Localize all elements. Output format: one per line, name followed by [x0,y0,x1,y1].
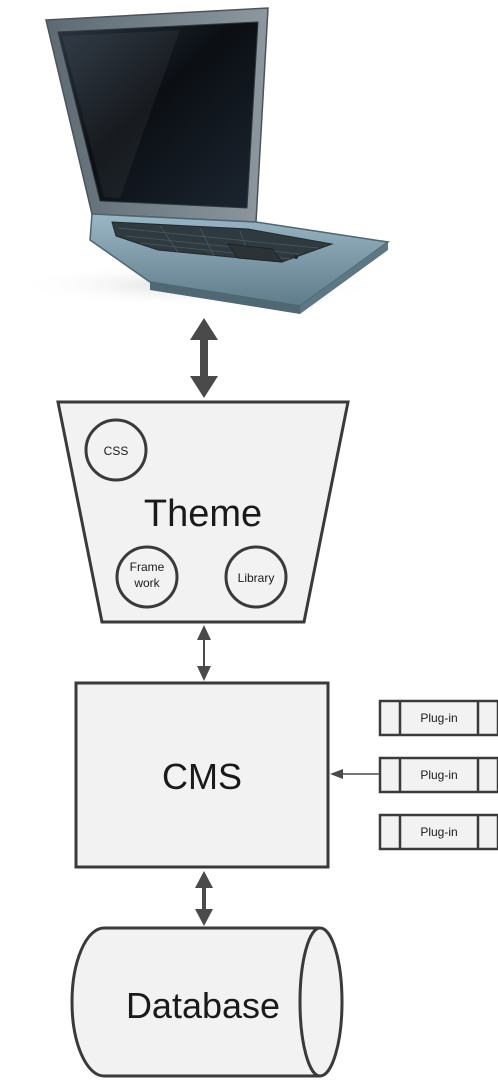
library-label: Library [238,571,275,585]
plugin-label: Plug-in [420,711,457,725]
theme-block: Theme CSS Frame work Library [56,400,350,624]
plugin-group: Plug-in Plug-in Plug-in [378,699,498,851]
arrow-theme-cms [197,625,211,681]
plugin-label: Plug-in [420,768,457,782]
plugin-item: Plug-in [378,699,498,737]
arrow-plugin-cms [330,769,380,779]
plugin-item: Plug-in [378,756,498,794]
framework-label-line1: Frame [130,560,165,574]
database-label: Database [126,985,280,1026]
arrow-laptop-theme [190,318,218,398]
framework-circle: Frame work [115,545,179,609]
css-label: CSS [104,444,129,458]
cms-block: CMS [74,681,330,869]
theme-label: Theme [144,493,262,535]
framework-label-line2: work [133,576,160,590]
css-circle: CSS [84,418,148,482]
laptop-icon [15,7,390,314]
library-circle: Library [224,545,288,609]
arrow-cms-database [195,871,213,926]
cms-label: CMS [162,756,242,797]
database-block: Database [70,926,344,1078]
plugin-item: Plug-in [378,813,498,851]
plugin-label: Plug-in [420,825,457,839]
